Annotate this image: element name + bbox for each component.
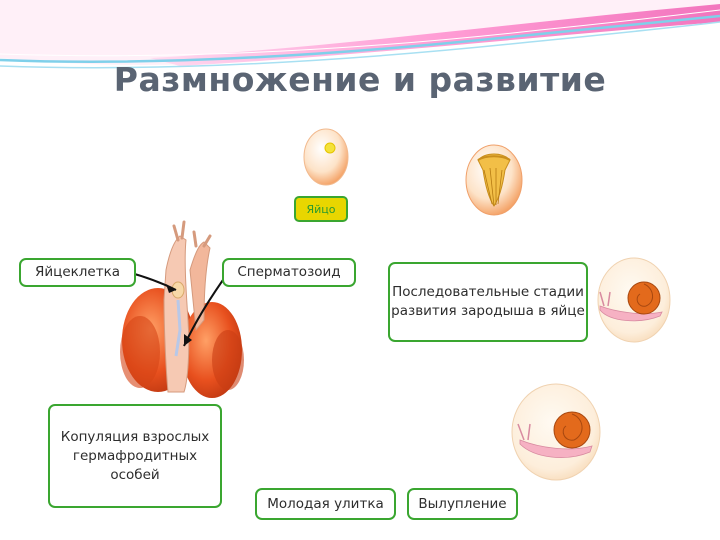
label-development-stages: Последовательные стадии развития зародыш… — [388, 262, 588, 342]
header-ribbon — [0, 0, 720, 69]
egg-illustration — [303, 128, 349, 186]
snail-in-egg-illustration — [597, 257, 671, 343]
label-egg: Яйцо — [294, 196, 348, 222]
label-young-snail: Молодая улитка — [255, 488, 396, 520]
reproductive-organ-illustration — [119, 220, 244, 398]
label-hatching: Вылупление — [407, 488, 518, 520]
label-egg-cell: Яйцеклетка — [19, 258, 136, 287]
embryo-egg-illustration — [465, 144, 523, 216]
slide-title: Размножение и развитие — [113, 60, 607, 99]
hatching-snail-illustration — [511, 383, 601, 481]
label-sperm: Сперматозоид — [222, 258, 356, 287]
label-copulation: Копуляция взрослых гермафродитных особей — [48, 404, 222, 508]
